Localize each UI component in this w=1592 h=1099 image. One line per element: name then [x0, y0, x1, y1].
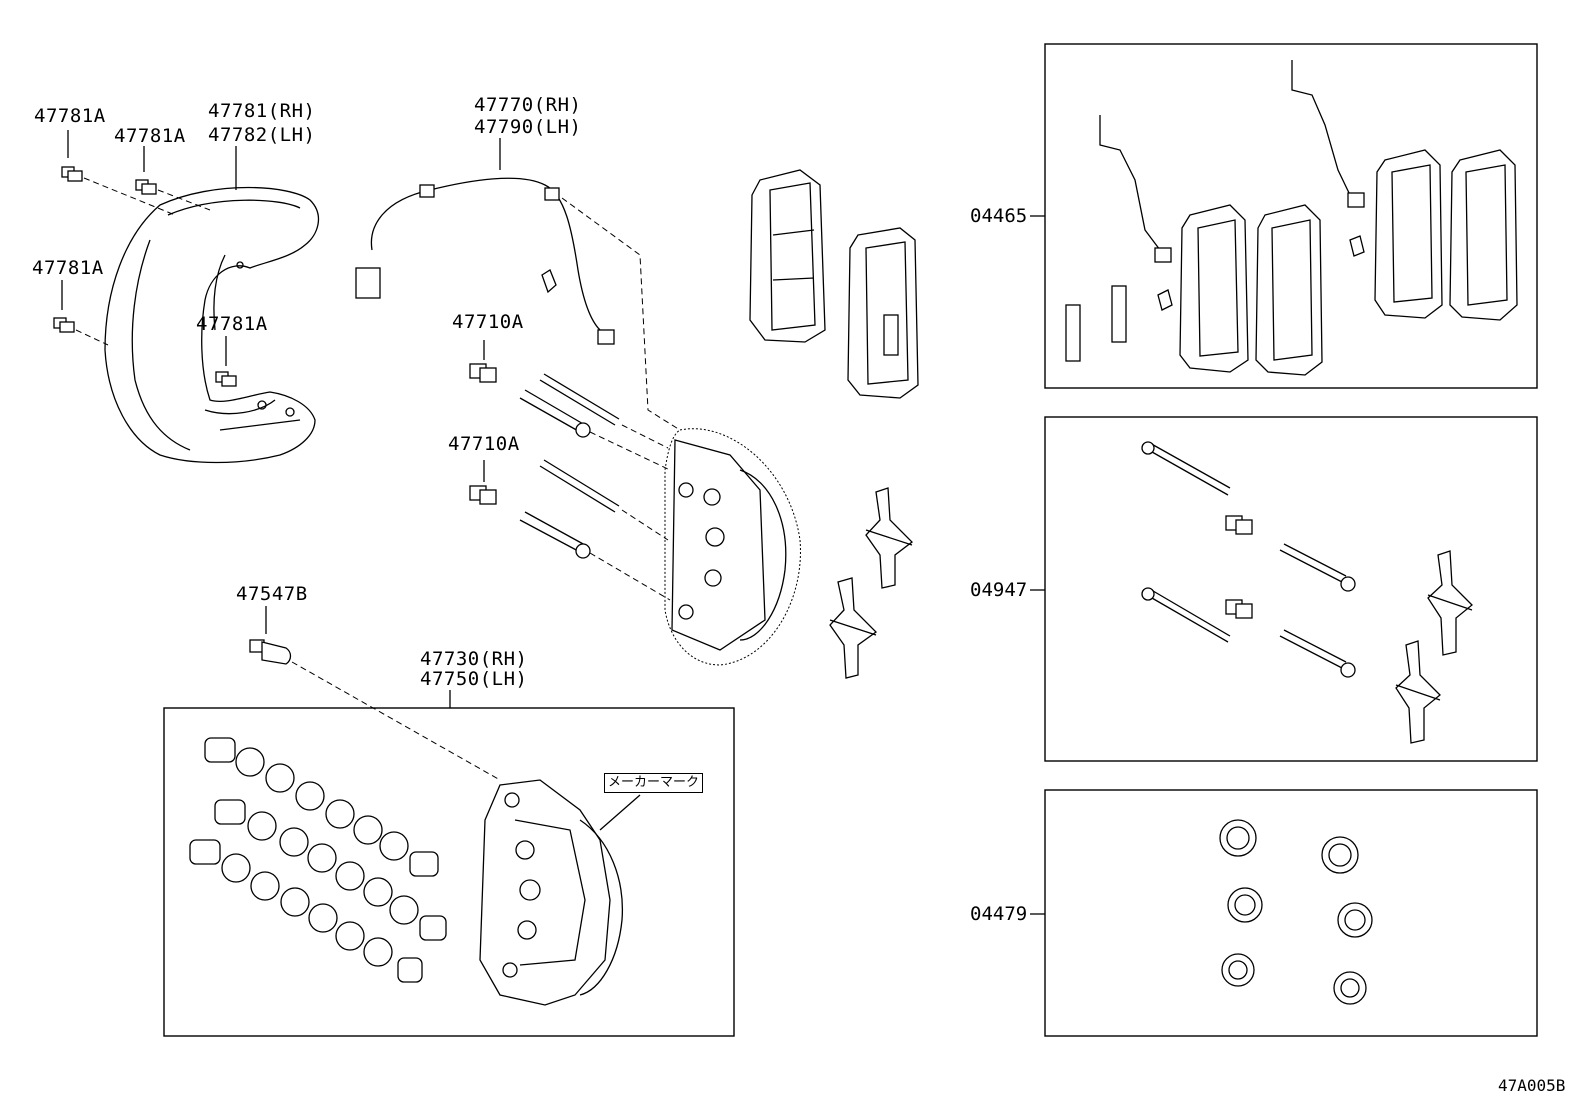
- caliper-body[interactable]: [479, 779, 624, 1006]
- bolt-47781a-1[interactable]: [61, 166, 83, 182]
- anti-rattle-clip-2[interactable]: [829, 577, 877, 679]
- brake-pad-outer[interactable]: [749, 169, 826, 343]
- label-bolt-47710a-2: 47710A: [448, 433, 520, 455]
- diagram-code: 47A005B: [1498, 1076, 1566, 1095]
- anti-rattle-clip-1[interactable]: [865, 487, 913, 589]
- bolt-47781a-3[interactable]: [53, 317, 75, 333]
- pistons-and-seals[interactable]: [189, 737, 447, 983]
- label-bolt-47781a-3: 47781A: [32, 257, 104, 279]
- pad-kit-contents[interactable]: [1065, 60, 1518, 376]
- caliper-assembly-dashed: [664, 428, 801, 666]
- dust-cover[interactable]: [104, 186, 320, 464]
- label-dust-cover-lh: 47782(LH): [208, 124, 316, 146]
- bolt-47710a-1[interactable]: [469, 363, 497, 383]
- label-pad-kit-04465: 04465: [970, 205, 1028, 227]
- brake-pad-inner[interactable]: [847, 227, 919, 399]
- seal-kit-contents[interactable]: [1219, 819, 1373, 1005]
- label-seal-kit-04479: 04479: [970, 903, 1028, 925]
- label-caliper-lh: 47750(LH): [420, 668, 528, 690]
- wear-sensor[interactable]: [355, 177, 615, 345]
- label-bolt-47781a-4: 47781A: [196, 313, 268, 335]
- label-wear-sensor-lh: 47790(LH): [474, 116, 582, 138]
- label-bolt-47781a-1: 47781A: [34, 105, 106, 127]
- bolt-47781a-4[interactable]: [215, 371, 237, 387]
- label-wear-sensor-rh: 47770(RH): [474, 94, 582, 116]
- label-maker-mark: メーカーマーク: [604, 773, 704, 793]
- label-caliper-rh: 47730(RH): [420, 648, 528, 670]
- bleeder-plug[interactable]: [249, 639, 292, 665]
- guide-pins[interactable]: [519, 373, 620, 559]
- pin-kit-contents[interactable]: [1141, 441, 1473, 744]
- label-bolt-47710a-1: 47710A: [452, 311, 524, 333]
- label-pin-kit-04947: 04947: [970, 579, 1028, 601]
- label-bleeder-47547b: 47547B: [236, 583, 308, 605]
- label-bolt-47781a-2: 47781A: [114, 125, 186, 147]
- bolt-47781a-2[interactable]: [135, 179, 157, 195]
- bolt-47710a-2[interactable]: [469, 485, 497, 505]
- label-dust-cover-rh: 47781(RH): [208, 100, 316, 122]
